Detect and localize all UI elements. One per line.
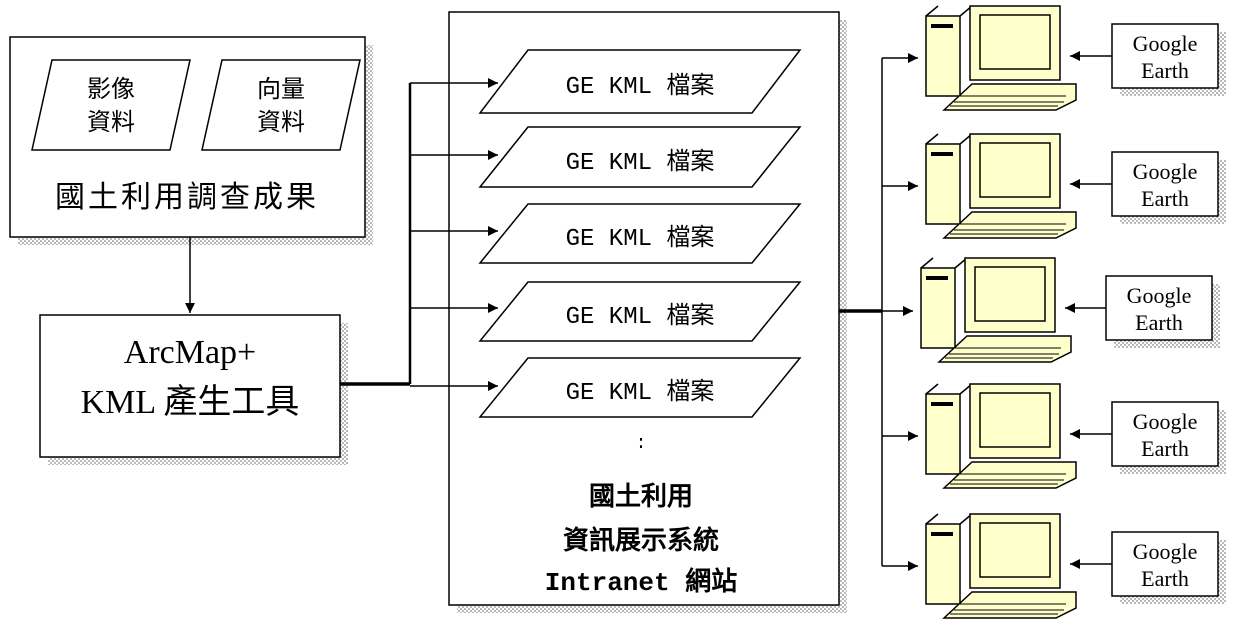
google-earth-box: Google Earth (1065, 275, 1220, 348)
tool-box-line1: ArcMap+ (124, 334, 256, 371)
server-title-line1: 國土利用 (589, 482, 693, 512)
kml-file: GE KML 檔案 (478, 357, 802, 418)
source-box-title: 國土利用調查成果 (55, 180, 319, 215)
kml-file-label: GE KML 檔案 (566, 302, 715, 331)
computer-icon (925, 513, 1077, 619)
google-earth-box: Google Earth (1070, 401, 1226, 474)
computer-icon (925, 383, 1077, 489)
google-earth-label-1: Google (1133, 159, 1198, 184)
server-title-line2: 資訊展示系統 (563, 525, 719, 556)
google-earth-label-1: Google (1133, 31, 1198, 56)
google-earth-box: Google Earth (1070, 151, 1226, 224)
vector-data-label-1: 向量 (257, 75, 305, 103)
image-data-label-2: 資料 (87, 108, 135, 136)
tool-to-files-connectors (340, 78, 498, 391)
continuation-dots: : (636, 434, 647, 454)
google-earth-label-2: Earth (1141, 436, 1189, 461)
computer-icon (920, 257, 1072, 363)
vector-data-parallelogram: 向量 資料 (201, 59, 361, 151)
kml-file-label: GE KML 檔案 (566, 224, 715, 253)
google-earth-box: Google Earth (1070, 531, 1226, 604)
server-to-clients-connectors (839, 53, 918, 571)
computer-icon (925, 5, 1077, 111)
google-earth-label-1: Google (1127, 283, 1192, 308)
computer-icon (925, 133, 1077, 239)
google-earth-label-2: Earth (1135, 310, 1183, 335)
tool-box-line2: KML 產生工具 (81, 383, 300, 421)
server-title-line3: Intranet 網站 (545, 566, 737, 598)
kml-file: GE KML 檔案 (478, 203, 802, 264)
vector-data-label-2: 資料 (257, 108, 305, 136)
google-earth-label-2: Earth (1141, 58, 1189, 83)
image-data-label-1: 影像 (87, 75, 135, 103)
google-earth-box: Google Earth (1070, 23, 1226, 96)
image-data-parallelogram: 影像 資料 (31, 59, 191, 151)
kml-file: GE KML 檔案 (478, 281, 802, 342)
kml-file: GE KML 檔案 (478, 126, 802, 188)
google-earth-label-1: Google (1133, 539, 1198, 564)
google-earth-label-2: Earth (1141, 186, 1189, 211)
source-box: 影像 資料 向量 資料 國土利用調查成果 (9, 36, 373, 245)
tool-box: ArcMap+ KML 產生工具 (39, 314, 348, 465)
kml-file-label: GE KML 檔案 (566, 148, 715, 177)
kml-file-label: GE KML 檔案 (566, 378, 715, 407)
google-earth-label-1: Google (1133, 409, 1198, 434)
kml-file: GE KML 檔案 (478, 49, 802, 114)
kml-file-label: GE KML 檔案 (566, 72, 715, 101)
google-earth-label-2: Earth (1141, 566, 1189, 591)
